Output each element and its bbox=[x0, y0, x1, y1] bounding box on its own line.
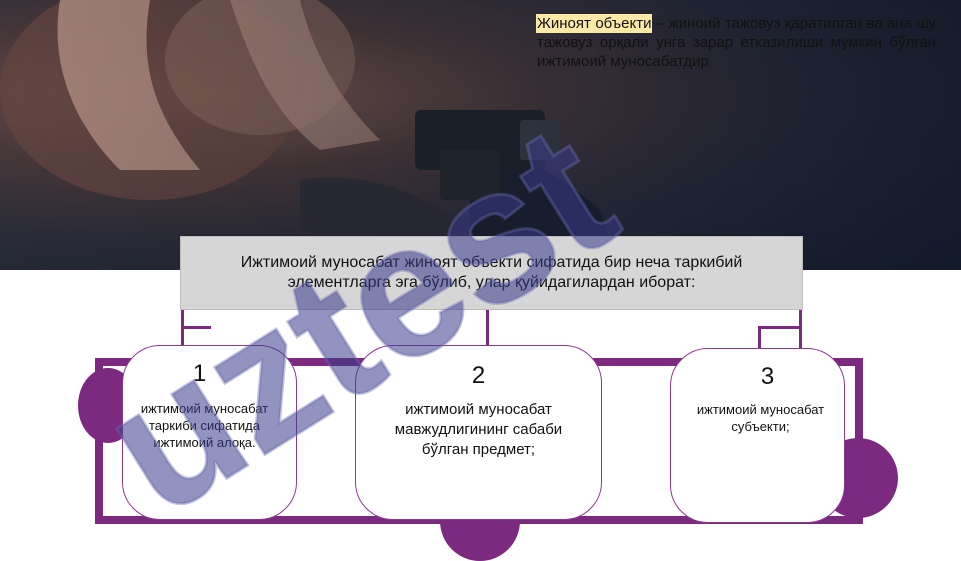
connector-3 bbox=[758, 300, 802, 348]
card-2-text: ижтимоий муносабат мавжудлигининг сабаби… bbox=[394, 401, 563, 458]
connector-3b bbox=[758, 326, 802, 329]
definition-term: Жиноят объекти bbox=[535, 14, 653, 33]
definition-text: Жиноят объекти – жиноий тажовуз қаратилг… bbox=[535, 14, 936, 71]
card-1-text: ижтимоий муносабат таркиби сифатида ижти… bbox=[140, 401, 269, 450]
definition-body: – жиноий тажовуз қаратилган ва ана шу та… bbox=[537, 15, 936, 70]
intro-text: Ижтимоий муносабат жиноят объекти сифати… bbox=[240, 254, 743, 291]
connector-2 bbox=[486, 300, 489, 348]
card-3-number: 3 bbox=[760, 363, 775, 390]
card-2: 2 ижтимоий муносабат мавжудлигининг саба… bbox=[355, 345, 602, 520]
connector-3c bbox=[758, 326, 761, 348]
card-3-text: ижтимоий муносабат субъекти; bbox=[696, 402, 825, 434]
connector-1b bbox=[181, 326, 211, 329]
intro-box: Ижтимоий муносабат жиноят объекти сифати… bbox=[180, 236, 803, 310]
card-3: 3 ижтимоий муносабат субъекти; bbox=[670, 348, 845, 523]
card-1: 1 ижтимоий муносабат таркиби сифатида иж… bbox=[122, 345, 297, 520]
card-2-number: 2 bbox=[471, 362, 486, 389]
card-1-number: 1 bbox=[192, 360, 207, 387]
